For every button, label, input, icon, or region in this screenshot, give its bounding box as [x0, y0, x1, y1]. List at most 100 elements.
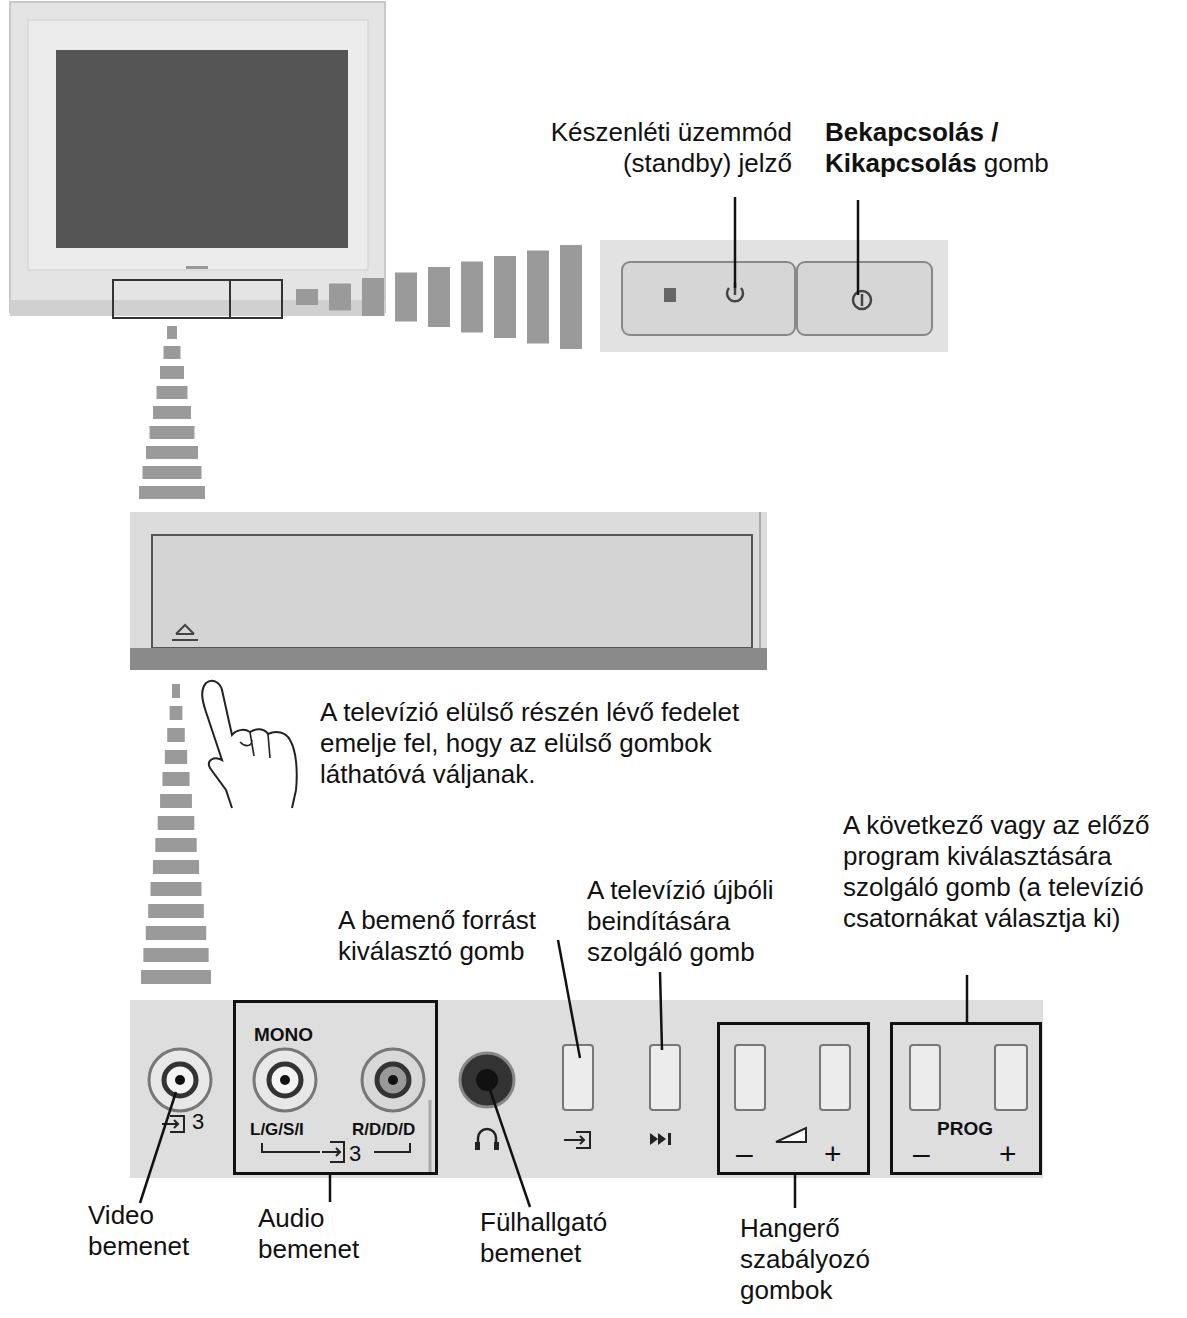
zoom-bar: [151, 882, 202, 896]
hand-drawing: [240, 732, 270, 758]
panel-seam: [429, 1100, 432, 1172]
zoom-bar: [172, 684, 180, 698]
zoom-bar: [157, 386, 188, 399]
audio-jack-right: [377, 1064, 409, 1096]
power-symbol: [853, 291, 871, 309]
leader-line: [558, 940, 580, 1058]
input-number: 3: [192, 1110, 222, 1134]
control-panel: [130, 1000, 1043, 1178]
zoom-bar: [160, 366, 184, 379]
zoom-bar: [160, 794, 192, 808]
power-label-group: Bekapcsolás / Kikapcsolásgomb: [825, 117, 1087, 179]
prog-label: PROG: [937, 1119, 993, 1138]
prog-button: [910, 1045, 940, 1110]
zoom-bar: [494, 256, 516, 338]
button-label: A következő vagy az előző program kivála…: [843, 810, 1179, 934]
tv-base: [10, 300, 385, 316]
zoom-bar: [167, 326, 177, 339]
zoom-bar: [428, 267, 450, 327]
zoom-bar: [296, 289, 318, 305]
zoom-bar: [139, 486, 205, 499]
zoom-bar: [167, 728, 185, 742]
zoom-bar: [143, 948, 208, 962]
zoom-bar: [165, 750, 187, 764]
zoom-bar: [146, 446, 198, 459]
source-symbol: [564, 1132, 590, 1148]
audio-jack-left: [280, 1075, 290, 1085]
part-label: Hangerő szabályozó gombok: [740, 1213, 910, 1306]
hand-drawing: [202, 681, 297, 808]
leader-line: [660, 972, 662, 1050]
headphone-symbol: [478, 1129, 496, 1148]
leader-line: [140, 1092, 176, 1203]
part-label: Fülhallgató bemenet: [480, 1207, 650, 1269]
tv-body: [10, 2, 385, 312]
leader-line: [329, 1175, 332, 1202]
video-jack: [175, 1075, 185, 1085]
audio-jack-left: [269, 1064, 301, 1096]
zoom-bar: [148, 904, 204, 918]
jack-label: MONO: [254, 1025, 313, 1044]
zoom-bar: [150, 426, 195, 439]
highlight-divider: [229, 280, 231, 318]
leader-line: [794, 1175, 797, 1208]
zoom-bar: [170, 706, 183, 720]
button-group-box: PROG–+: [890, 1022, 1042, 1175]
leader-line: [734, 197, 737, 288]
zoom-bar: [158, 816, 195, 830]
headphone-jack: [460, 1053, 514, 1107]
minus-sign: –: [736, 1139, 753, 1169]
leader-line: [966, 975, 969, 1022]
cover-edge: [759, 512, 761, 648]
plus-sign: +: [999, 1139, 1017, 1169]
tv-bezel: [28, 20, 368, 270]
lift-symbol: [172, 625, 198, 640]
button-label: A televízió újbóli beindítására szolgáló…: [587, 875, 817, 968]
zoom-bar: [143, 466, 202, 479]
prog-button: [995, 1045, 1027, 1110]
tv-screen: [56, 50, 348, 248]
volume-button: [820, 1045, 850, 1110]
cover-flap: [152, 535, 752, 648]
headphone-symbol: [475, 1142, 480, 1150]
input-symbol: [262, 1142, 410, 1162]
volume-symbol: [776, 1128, 806, 1142]
sensor-mark: [664, 288, 676, 302]
audio-jack-right: [388, 1075, 398, 1085]
input-number: 3: [349, 1143, 361, 1165]
audio-jack-right: [362, 1049, 424, 1111]
button-group-box: –+: [717, 1022, 870, 1175]
video-jack: [149, 1049, 211, 1111]
reset-button: [650, 1045, 680, 1110]
headphone-symbol: [494, 1142, 499, 1150]
plus-sign: +: [824, 1139, 842, 1169]
power-panel: [600, 240, 948, 352]
reset-symbol: [668, 1133, 671, 1145]
zoom-bar: [461, 262, 483, 333]
power-symbol: [861, 294, 864, 306]
audio-jack-left: [254, 1049, 316, 1111]
highlight-frame: [113, 280, 282, 318]
zoom-bars: [139, 245, 582, 984]
instruction-note: A televízió elülső részén lévő fedelet e…: [320, 697, 800, 790]
source-button: [563, 1045, 593, 1110]
video-jack: [164, 1064, 196, 1096]
zoom-bar: [162, 772, 189, 786]
zoom-bar: [329, 284, 351, 311]
button-group-box: MONOL/G/S/IR/D/D/D3: [233, 1000, 438, 1175]
zoom-bar: [560, 245, 582, 349]
zoom-bar: [527, 251, 549, 344]
button-label: A bemenő forrást kiválasztó gomb: [338, 905, 578, 967]
cover-band: [130, 648, 767, 670]
volume-button: [735, 1045, 765, 1110]
indicator-label: Készenléti üzemmód (standby) jelző: [505, 117, 792, 179]
power-button: [797, 262, 932, 335]
reset-symbol: [650, 1133, 666, 1145]
zoom-bar: [164, 346, 181, 359]
indicator-window: [622, 262, 795, 335]
channel-label: R/D/D/D: [352, 1121, 415, 1138]
headphone-jack: [476, 1069, 498, 1091]
zoom-bar: [141, 970, 211, 984]
